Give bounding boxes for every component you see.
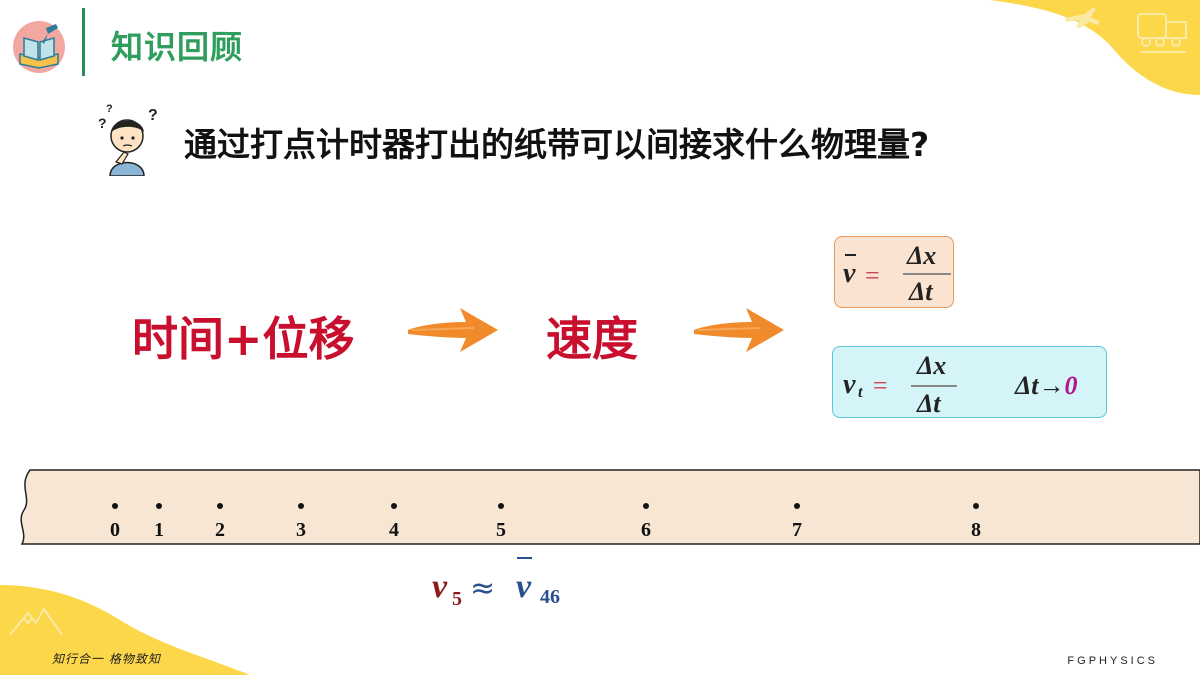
average-velocity-formula: v = Δx Δt (834, 236, 954, 308)
corner-decoration-top-right (990, 0, 1200, 95)
page-title: 知识回顾 (111, 28, 244, 66)
limit-value: 0 (1064, 371, 1078, 400)
tape-dot (498, 503, 504, 509)
denominator: Δt (917, 389, 941, 418)
equals-sign: = (873, 371, 888, 400)
svg-text:?: ? (106, 103, 113, 115)
limit-condition: Δt→0 (1015, 373, 1078, 399)
svg-text:?: ? (148, 107, 158, 124)
tape-dot (794, 503, 800, 509)
tape-label: 2 (215, 519, 225, 541)
flow-step-speed: 速度 (546, 312, 638, 366)
formula-lhs: v (843, 258, 856, 289)
numerator: Δx (917, 351, 947, 380)
limit-prefix: Δt→ (1015, 371, 1065, 400)
v46-symbol: v (516, 568, 532, 605)
tape-label: 3 (296, 519, 306, 541)
tape-dot (298, 503, 304, 509)
flow-step-time-displacement: 时间+位移 (132, 312, 355, 366)
tape-label: 4 (389, 519, 399, 541)
header-divider (82, 8, 85, 76)
tape-dot (217, 503, 223, 509)
overbar (845, 254, 856, 256)
tape-dot (112, 503, 118, 509)
tape-label: 7 (792, 519, 802, 541)
tape-label: 8 (971, 519, 981, 541)
thinking-person-icon: ? ? ? (98, 103, 158, 176)
footer-brand: FGPHYSICS (1067, 655, 1158, 667)
arrow-right-icon (694, 308, 784, 352)
corner-decoration-bottom-left (0, 585, 250, 675)
v46-subscript: 46 (540, 586, 560, 608)
v5-subscript: 5 (452, 588, 462, 610)
fraction-line (911, 385, 957, 387)
equals-sign: = (865, 261, 880, 290)
question-text: 通过打点计时器打出的纸带可以间接求什么物理量? (184, 125, 930, 164)
numerator: Δx (907, 241, 937, 270)
tape-dot (156, 503, 162, 509)
tape-dot (643, 503, 649, 509)
tape-label: 6 (641, 519, 651, 541)
formula-lhs: v (843, 369, 856, 400)
arrow-right-icon (408, 308, 498, 352)
denominator: Δt (909, 277, 933, 306)
tape-label: 5 (496, 519, 506, 541)
tape-dot (391, 503, 397, 509)
airplane-icon (1065, 8, 1100, 28)
train-icon (1137, 13, 1187, 53)
tape-label: 0 (110, 519, 120, 541)
tape-label: 1 (154, 519, 164, 541)
overbar (517, 557, 532, 559)
fraction-line (903, 273, 951, 275)
instantaneous-velocity-formula: v t = Δx Δt Δt→0 (832, 346, 1107, 418)
svg-text:?: ? (98, 115, 107, 131)
footer-motto: 知行合一 格物致知 (52, 652, 161, 666)
book-pencil-icon (13, 21, 65, 73)
mountain-icon (9, 607, 63, 636)
v5-symbol: v (432, 568, 448, 605)
formula-lhs-subscript: t (858, 384, 863, 401)
paper-tape (20, 469, 1200, 545)
tape-dot (973, 503, 979, 509)
approx-symbol: ≈ (470, 571, 496, 606)
